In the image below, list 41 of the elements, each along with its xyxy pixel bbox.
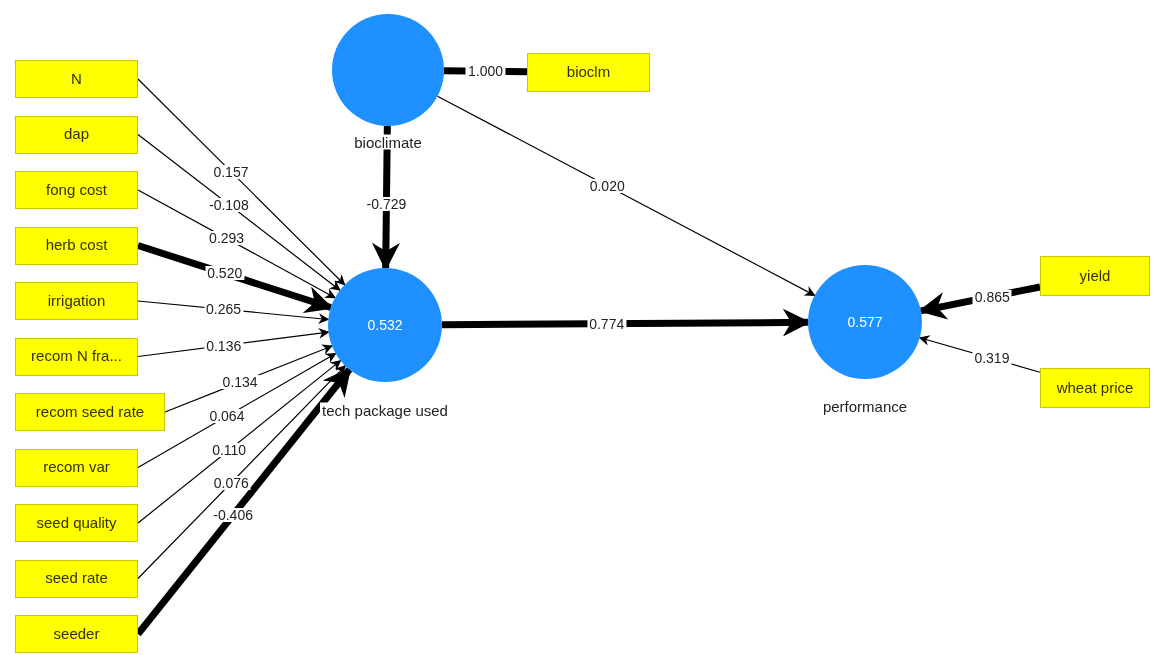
edge-label: 0.110 [210,442,249,457]
indicator-box: yield [1040,256,1150,296]
indicator-box: recom seed rate [15,393,165,431]
edge-label: 1.000 [465,64,505,79]
path-arrow [137,133,341,291]
edge-label: 0.136 [204,338,244,353]
path-arrow [137,365,346,580]
indicator-box: fong cost [15,171,138,209]
path-arrow [137,360,342,524]
path-arrow [436,95,816,296]
indicator-box: wheat price [1040,368,1150,408]
indicator-box: irrigation [15,282,138,320]
indicator-box: recom var [15,448,138,487]
edge-label: 0.865 [972,289,1012,304]
edge-label: -0.729 [364,197,409,212]
path-arrow [136,242,334,314]
edge-label: 0.020 [587,178,627,193]
indicator-box: seed quality [15,504,138,542]
indicator-box: recom N fra... [15,337,138,376]
edge-label: 0.774 [587,316,627,331]
path-arrow [371,125,400,271]
edge-label: 0.293 [207,231,247,246]
edge-label: 0.265 [204,302,244,317]
edge-label: 0.076 [211,475,251,490]
indicator-box: seeder [15,615,138,653]
path-arrow [137,78,346,286]
edge-label: -0.108 [207,197,251,212]
edge-label: 0.319 [972,351,1012,366]
construct-label: bioclimate [352,134,424,150]
indicator-box: N [15,60,138,98]
edge-label: 0.064 [207,409,247,424]
construct-label: tech package used [320,402,450,418]
path-arrow [137,352,337,469]
edge-label: 0.134 [220,375,260,390]
indicator-box: herb cost [15,226,138,265]
indicator-box: dap [15,115,138,154]
indicator-box: seed rate [15,559,138,598]
edge-label: 0.520 [205,266,245,281]
edge-label: 0.157 [211,164,251,179]
edge-label: -0.406 [211,508,255,522]
indicator-box: bioclm [527,53,650,92]
